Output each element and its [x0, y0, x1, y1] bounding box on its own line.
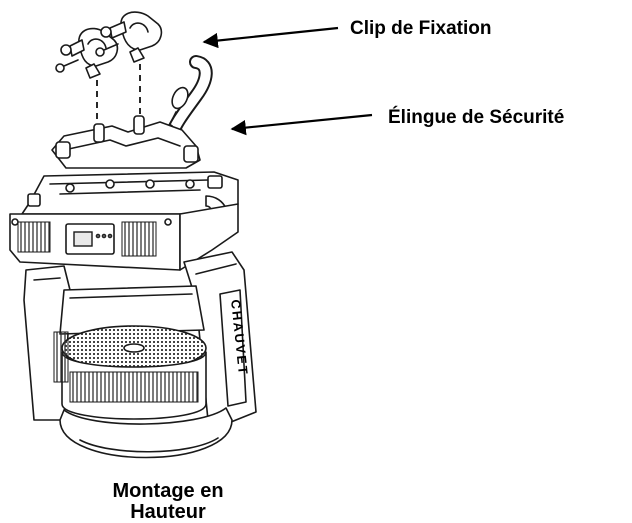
arrow-safety-cable: [230, 113, 373, 136]
vent-right: [121, 221, 157, 257]
fixture-base: [9, 171, 239, 271]
caption-line-1: Montage en: [112, 480, 223, 502]
fixture-head: [53, 285, 233, 459]
clamp-right-icon: [95, 11, 163, 63]
drum-vents: [69, 371, 199, 403]
mounting-clamps: [55, 11, 163, 128]
label-safety-cable: Élingue de Sécurité: [388, 106, 564, 128]
clamp-left-icon: [55, 27, 119, 79]
caption-line-2: Hauteur: [130, 501, 206, 523]
label-clamp: Clip de Fixation: [350, 18, 491, 39]
mounting-bracket: [51, 115, 201, 169]
vent-left: [17, 221, 51, 253]
arrow-clamp: [202, 26, 339, 49]
